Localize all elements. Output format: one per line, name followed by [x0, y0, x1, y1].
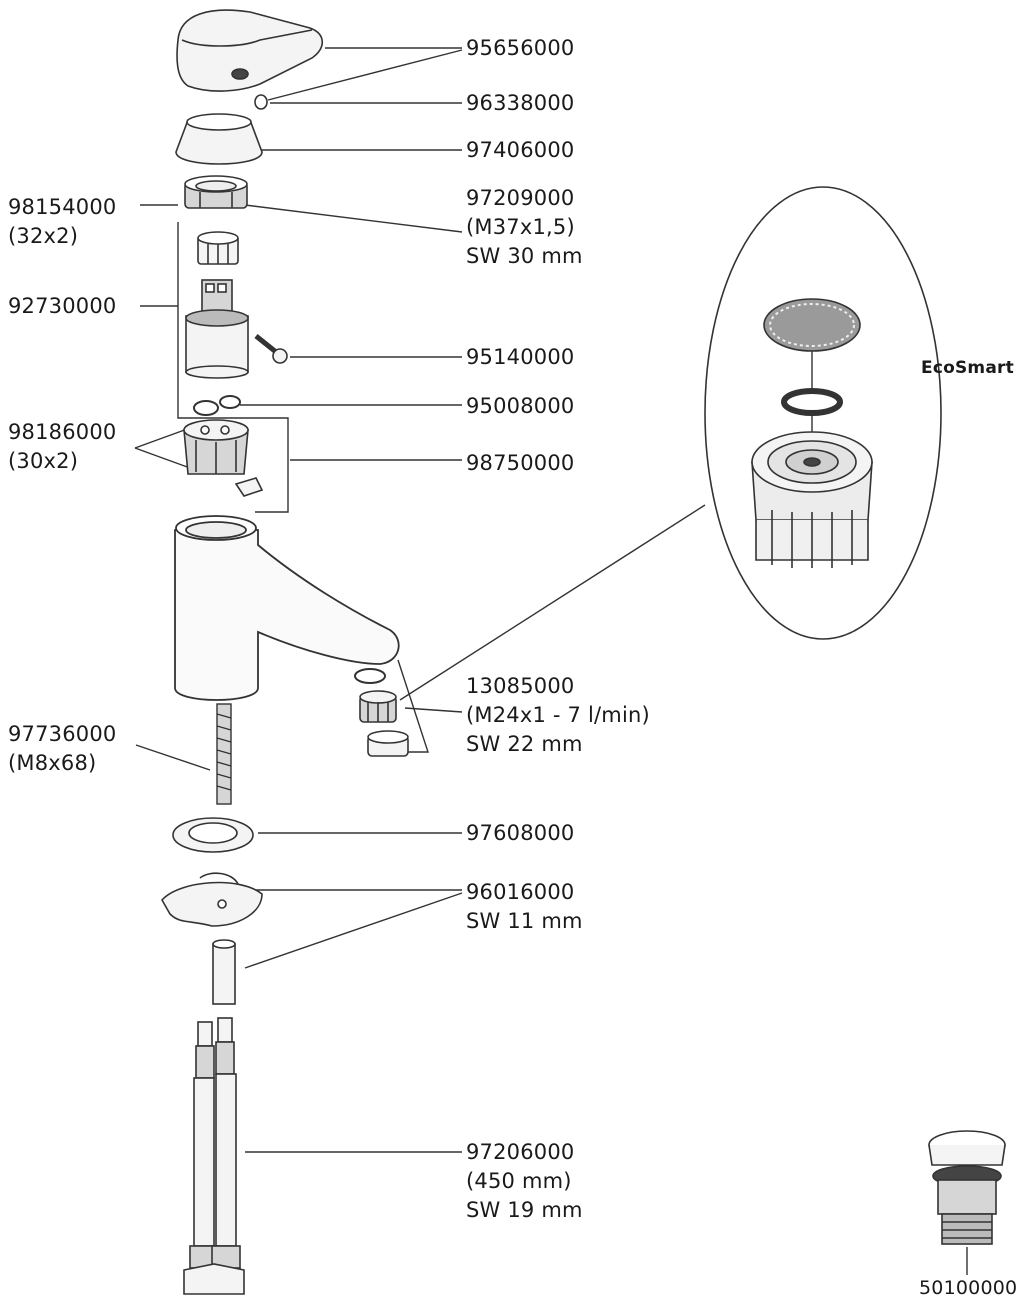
part-wrench-size: SW 30 mm — [466, 244, 583, 268]
part-spec: (M37x1,5) — [466, 215, 575, 239]
leader-98186000-b — [134, 447, 191, 469]
part-wrench-size: SW 19 mm — [466, 1198, 583, 1222]
label-screw: 95140000 — [466, 345, 575, 370]
lever-handle-part — [176, 9, 324, 92]
cartridge-ring-part — [197, 231, 239, 265]
part-code: 98154000 — [8, 195, 117, 219]
part-code: 95140000 — [466, 345, 575, 369]
part-wrench-size: SW 22 mm — [466, 732, 583, 756]
label-o-ring-32: 98154000 (32x2) — [8, 193, 117, 251]
cartridge-bracket — [177, 222, 289, 513]
hoses-part — [183, 1017, 245, 1295]
part-code: 95656000 — [466, 36, 575, 60]
threaded-rod-part — [216, 703, 232, 805]
part-spec: (32x2) — [8, 224, 79, 248]
base-seal-part — [172, 817, 254, 853]
leader-98186000-a — [134, 427, 191, 449]
cartridge-nut-part — [184, 175, 248, 209]
faucet-body-part — [174, 515, 400, 701]
cover-cap-part — [175, 113, 263, 165]
part-spec: (30x2) — [8, 449, 79, 473]
label-base-seal: 97608000 — [466, 821, 575, 846]
label-ecosmart: EcoSmart — [921, 356, 1014, 381]
waste-set-part — [928, 1130, 1006, 1245]
leader-96338000-a — [267, 49, 463, 101]
label-cartridge-nut: 97209000 (M37x1,5) SW 30 mm — [466, 184, 583, 271]
aerator-part — [354, 668, 409, 757]
label-cartridge-base: 98750000 — [466, 451, 575, 476]
seals-part — [193, 395, 241, 416]
fixing-plate-part — [161, 872, 263, 927]
part-code: 95008000 — [466, 394, 575, 418]
label-waste-set: 50100000 — [919, 1276, 1017, 1301]
leader-97736000 — [135, 744, 211, 771]
spacer-tube-part — [212, 939, 236, 1005]
part-spec: (M24x1 - 7 l/min) — [466, 703, 650, 727]
label-aerator: 13085000 (M24x1 - 7 l/min) SW 22 mm — [466, 672, 650, 759]
label-hoses: 97206000 (450 mm) SW 19 mm — [466, 1138, 583, 1225]
mesh-screen — [763, 298, 861, 352]
leader-97209000 — [244, 204, 463, 233]
label-o-ring-30: 98186000 (30x2) — [8, 418, 117, 476]
cartridge-base-part — [183, 419, 264, 497]
part-code: 97736000 — [8, 722, 117, 746]
detail-ellipse — [704, 186, 942, 640]
screw-part — [254, 334, 288, 364]
part-code: 98186000 — [8, 420, 117, 444]
part-spec: (M8x68) — [8, 751, 97, 775]
part-code: 96338000 — [466, 91, 575, 115]
part-code: 50100000 — [919, 1277, 1018, 1299]
label-fixing-set: 96016000 SW 11 mm — [466, 878, 583, 936]
label-seals: 95008000 — [466, 394, 575, 419]
label-set-screw: 96338000 — [466, 91, 575, 116]
part-code: 97206000 — [466, 1140, 575, 1164]
part-code: 13085000 — [466, 674, 575, 698]
label-cartridge: 92730000 — [8, 294, 117, 319]
part-code: 96016000 — [466, 880, 575, 904]
set-screw-part — [254, 94, 268, 110]
label-cover-cap: 97406000 — [466, 138, 575, 163]
detail-label: EcoSmart — [921, 358, 1014, 378]
cartridge-part — [185, 279, 249, 379]
label-lever-handle: 95656000 — [466, 36, 575, 61]
part-spec: (450 mm) — [466, 1169, 572, 1193]
ecosmart-ring — [781, 388, 843, 416]
part-code: 97406000 — [466, 138, 575, 162]
part-wrench-size: SW 11 mm — [466, 909, 583, 933]
part-code: 92730000 — [8, 294, 117, 318]
part-code: 97209000 — [466, 186, 575, 210]
leader-detail — [399, 504, 706, 701]
leader-96016000-b — [244, 892, 463, 969]
flow-regulator — [751, 431, 873, 568]
part-code: 98750000 — [466, 451, 575, 475]
part-code: 97608000 — [466, 821, 575, 845]
label-threaded-rod: 97736000 (M8x68) — [8, 720, 117, 778]
